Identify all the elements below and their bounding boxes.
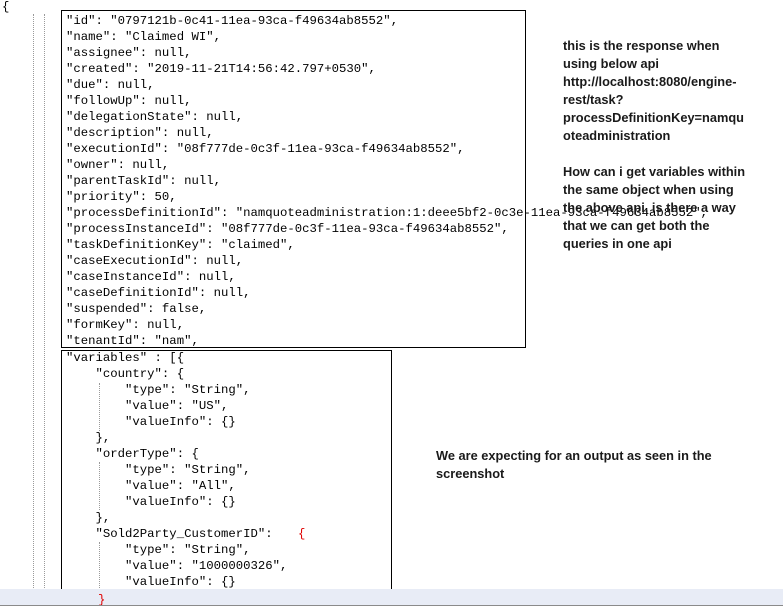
variables-json-line: "valueInfo": {} bbox=[66, 415, 236, 429]
note-line: screenshot bbox=[436, 466, 505, 481]
task-json-line: "name": "Claimed WI", bbox=[66, 30, 221, 44]
task-response-box bbox=[61, 10, 526, 348]
note-line: the same object when using bbox=[563, 182, 734, 197]
task-json-line: "processInstanceId": "08f777de-0c3f-11ea… bbox=[66, 222, 509, 236]
variables-json-line: "value": "All", bbox=[66, 479, 236, 493]
variables-json-line: "value": "1000000326", bbox=[66, 559, 288, 573]
variables-json-line: "Sold2Party_CustomerID": bbox=[66, 527, 281, 541]
task-json-line: "suspended": false, bbox=[66, 302, 207, 316]
task-json-line: "delegationState": null, bbox=[66, 110, 244, 124]
indent-guide bbox=[99, 462, 100, 510]
task-json-line: "processDefinitionId": "namquoteadminist… bbox=[66, 206, 709, 220]
variables-json-line: "variables" : [{ bbox=[66, 351, 185, 365]
note-line: that we can get both the bbox=[563, 218, 710, 233]
note-line: How can i get variables within bbox=[563, 164, 746, 179]
task-json-line: "priority": 50, bbox=[66, 190, 177, 204]
note-line: this is the response when bbox=[563, 38, 720, 53]
note-line: http://localhost:8080/engine- bbox=[563, 74, 737, 89]
note-line: rest/task? bbox=[563, 92, 624, 107]
task-json-line: "caseInstanceId": null, bbox=[66, 270, 236, 284]
task-json-line: "id": "0797121b-0c41-11ea-93ca-f49634ab8… bbox=[66, 14, 399, 28]
note-line: processDefinitionKey=namqu bbox=[563, 110, 744, 125]
cut-off-brace: } bbox=[98, 593, 106, 607]
task-json-line: "parentTaskId": null, bbox=[66, 174, 221, 188]
variables-json-line: "valueInfo": {} bbox=[66, 575, 236, 589]
task-json-line: "created": "2019-11-21T14:56:42.797+0530… bbox=[66, 62, 376, 76]
task-json-line: "caseDefinitionId": null, bbox=[66, 286, 251, 300]
matching-brace-highlight: { bbox=[298, 527, 306, 541]
task-json-line: "formKey": null, bbox=[66, 318, 185, 332]
note-line: using below api bbox=[563, 56, 659, 71]
note-line: We are expecting for an output as seen i… bbox=[436, 448, 712, 463]
variables-json-line: "orderType": { bbox=[66, 447, 199, 461]
variables-json-line: "type": "String", bbox=[66, 543, 251, 557]
open-brace: { bbox=[2, 0, 10, 14]
task-json-line: "owner": null, bbox=[66, 158, 170, 172]
variables-json-line: "value": "US", bbox=[66, 399, 229, 413]
indent-guide bbox=[99, 383, 100, 431]
task-json-line: "description": null, bbox=[66, 126, 214, 140]
task-json-line: "assignee": null, bbox=[66, 46, 192, 60]
variables-json-line: "type": "String", bbox=[66, 463, 251, 477]
variables-json-line: }, bbox=[66, 431, 111, 445]
task-json-line: "taskDefinitionKey": "claimed", bbox=[66, 238, 295, 252]
editor-bottom-border bbox=[0, 605, 783, 606]
task-json-line: "executionId": "08f777de-0c3f-11ea-93ca-… bbox=[66, 142, 465, 156]
question-note: How can i get variables within the same o… bbox=[563, 163, 778, 253]
response-note: this is the response when using below api… bbox=[563, 37, 778, 145]
indent-guide bbox=[33, 14, 34, 604]
variables-json-line: "country": { bbox=[66, 367, 185, 381]
variables-json-line: "valueInfo": {} bbox=[66, 495, 236, 509]
variables-json-line: }, bbox=[66, 511, 111, 525]
note-line: queries in one api bbox=[563, 236, 672, 251]
variables-json-line: "type": "String", bbox=[66, 383, 251, 397]
task-json-line: "tenantId": "nam", bbox=[66, 334, 199, 348]
task-json-line: "caseExecutionId": null, bbox=[66, 254, 244, 268]
indent-guide bbox=[99, 542, 100, 590]
indent-guide bbox=[44, 14, 45, 604]
note-line: oteadministration bbox=[563, 128, 671, 143]
current-line-highlight bbox=[0, 589, 783, 605]
task-json-line: "followUp": null, bbox=[66, 94, 192, 108]
task-json-line: "due": null, bbox=[66, 78, 155, 92]
note-line: the above api, is there a way bbox=[563, 200, 736, 215]
expected-output-note: We are expecting for an output as seen i… bbox=[436, 447, 766, 483]
